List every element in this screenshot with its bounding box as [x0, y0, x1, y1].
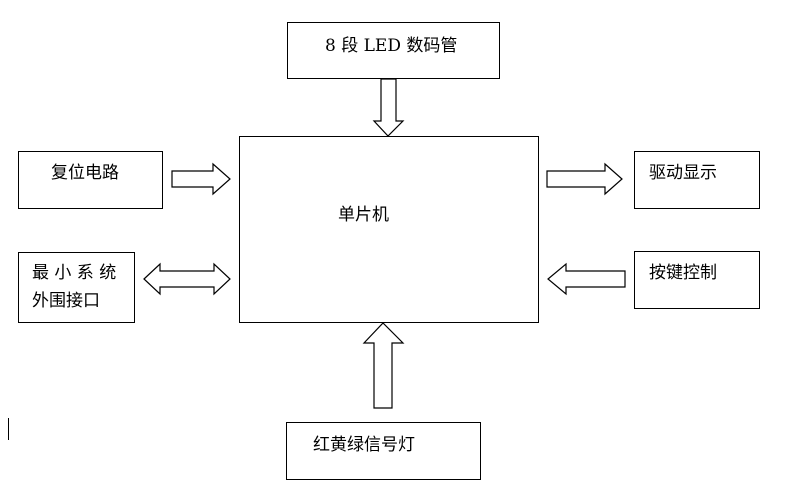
- signal-lights-block: 红黄绿信号灯: [286, 422, 481, 480]
- arrow-mcu-to-display-driver: [546, 162, 623, 196]
- text-cursor: [8, 418, 9, 440]
- display-driver-label: 驱动显示: [649, 163, 717, 183]
- min-system-interface-block: 最 小 系 统 外围接口: [18, 252, 135, 323]
- display-driver-block: 驱动显示: [634, 151, 760, 209]
- arrow-signal-lights-to-mcu: [362, 322, 405, 409]
- led-display-block: 8 段 LED 数码管: [287, 22, 500, 79]
- min-system-label-line2: 外围接口: [32, 291, 100, 311]
- reset-circuit-label: 复位电路: [51, 163, 119, 183]
- signal-lights-label: 红黄绿信号灯: [313, 435, 415, 455]
- arrow-reset-to-mcu: [171, 162, 231, 196]
- mcu-block: 单片机: [239, 136, 539, 323]
- arrow-keys-to-mcu: [547, 262, 626, 296]
- mcu-label: 单片机: [338, 205, 389, 225]
- arrow-led-to-mcu: [372, 78, 405, 137]
- led-display-label: 8 段 LED 数码管: [325, 36, 458, 56]
- min-system-label-line1: 最 小 系 统: [32, 263, 117, 283]
- key-control-label: 按键控制: [649, 263, 717, 283]
- arrow-min-system-bidirectional: [143, 262, 231, 296]
- key-control-block: 按键控制: [634, 251, 760, 309]
- reset-circuit-block: 复位电路: [18, 151, 163, 209]
